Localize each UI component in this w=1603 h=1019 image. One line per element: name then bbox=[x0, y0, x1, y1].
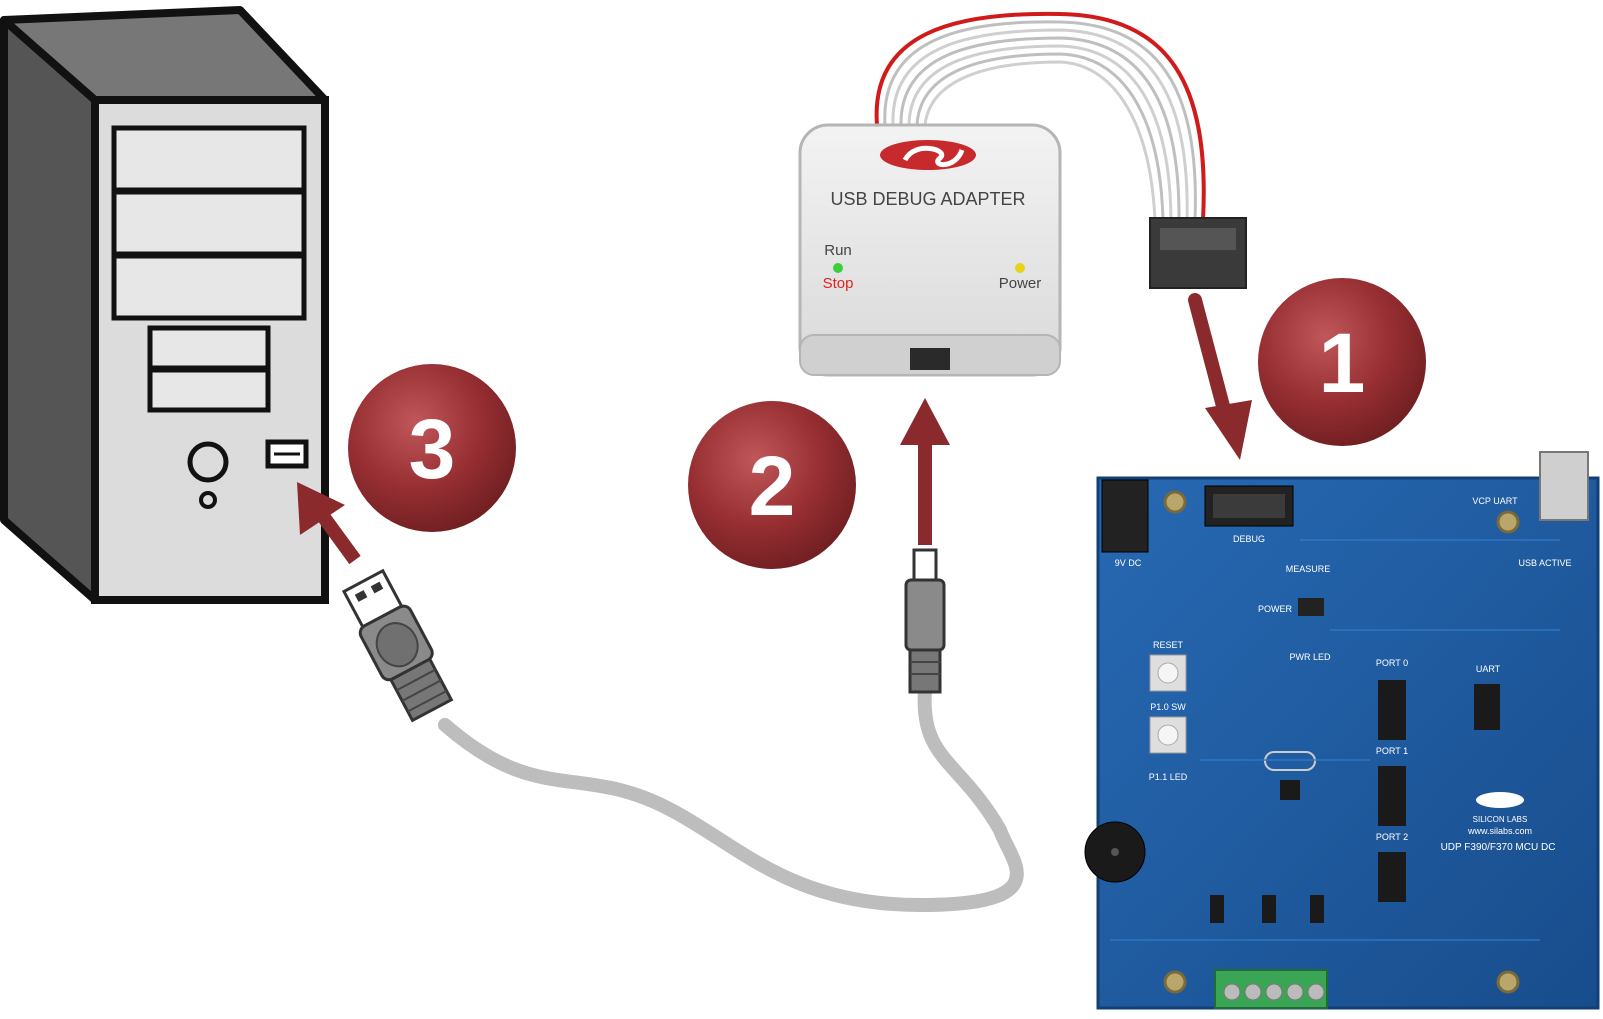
usb-debug-adapter: USB DEBUG ADAPTER Run Stop Power bbox=[798, 123, 1062, 377]
silicon-labs-logo bbox=[880, 140, 976, 170]
dc-label: 9V DC bbox=[1115, 558, 1142, 568]
power-button-icon bbox=[187, 441, 229, 483]
usb-active-label: USB ACTIVE bbox=[1518, 558, 1571, 568]
p10-sw-label: P1.0 SW bbox=[1150, 702, 1186, 712]
mounting-hole bbox=[1163, 490, 1187, 514]
model-label: UDP F390/F370 MCU DC bbox=[1441, 842, 1556, 853]
pwr-led-label: PWR LED bbox=[1289, 652, 1331, 662]
usb-b-plug bbox=[904, 548, 946, 694]
step-badge-1: 1 bbox=[1258, 278, 1426, 446]
vcp-uart-label: VCP UART bbox=[1472, 496, 1518, 506]
port0-label: PORT 0 bbox=[1376, 658, 1408, 668]
drive-bay bbox=[111, 125, 307, 193]
drive-bay bbox=[147, 367, 271, 413]
power-led-icon bbox=[1015, 263, 1025, 273]
port2-header bbox=[1378, 852, 1406, 902]
uart-label: UART bbox=[1476, 664, 1501, 674]
usb-b-port-icon bbox=[910, 348, 950, 370]
step-number: 1 bbox=[1319, 316, 1366, 410]
port1-header bbox=[1378, 766, 1406, 826]
mounting-hole bbox=[1496, 510, 1520, 534]
mounting-hole bbox=[1163, 970, 1187, 994]
mcu-chip bbox=[1280, 780, 1300, 800]
port1-label: PORT 1 bbox=[1376, 746, 1408, 756]
debug-label: DEBUG bbox=[1233, 534, 1265, 544]
port0-header bbox=[1378, 680, 1406, 740]
mounting-hole bbox=[1496, 970, 1520, 994]
uart-header bbox=[1474, 684, 1500, 730]
usb-cable bbox=[438, 683, 1024, 913]
power-label: Power bbox=[999, 275, 1042, 292]
step-number: 2 bbox=[749, 439, 796, 533]
board-usb-connector bbox=[1539, 451, 1589, 521]
port2-label: PORT 2 bbox=[1376, 832, 1408, 842]
board-power-label: POWER bbox=[1258, 604, 1293, 614]
arrow-1 bbox=[1188, 293, 1252, 460]
stop-label: Stop bbox=[823, 275, 854, 292]
url-label: www.silabs.com bbox=[1467, 826, 1532, 836]
board-logo bbox=[1476, 792, 1524, 808]
step-number: 3 bbox=[409, 402, 456, 496]
power-switch bbox=[1298, 598, 1324, 616]
computer-tower bbox=[0, 6, 329, 604]
adapter-title: USB DEBUG ADAPTER bbox=[830, 189, 1025, 209]
step-badge-3: 3 bbox=[348, 364, 516, 532]
measure-label: MEASURE bbox=[1286, 564, 1331, 574]
p11-led-label: P1.1 LED bbox=[1149, 772, 1188, 782]
mcu-board: 9V DC DEBUG VCP UART USB ACTIVE MEASURE … bbox=[1084, 451, 1600, 1010]
reset-label: RESET bbox=[1153, 640, 1184, 650]
run-led-icon bbox=[833, 263, 843, 273]
arrow-3 bbox=[297, 482, 361, 565]
dc-jack bbox=[1101, 479, 1149, 553]
run-label: Run bbox=[824, 242, 852, 259]
arrow-2 bbox=[900, 398, 950, 545]
drive-bay bbox=[111, 253, 307, 321]
brand-label: SILICON LABS bbox=[1473, 815, 1528, 824]
step-badge-2: 2 bbox=[688, 401, 856, 569]
drive-bay bbox=[147, 325, 271, 371]
usb-a-plug bbox=[341, 568, 454, 723]
power-led-icon bbox=[199, 491, 217, 509]
drive-bay bbox=[111, 189, 307, 257]
ribbon-cable bbox=[874, 11, 1247, 289]
